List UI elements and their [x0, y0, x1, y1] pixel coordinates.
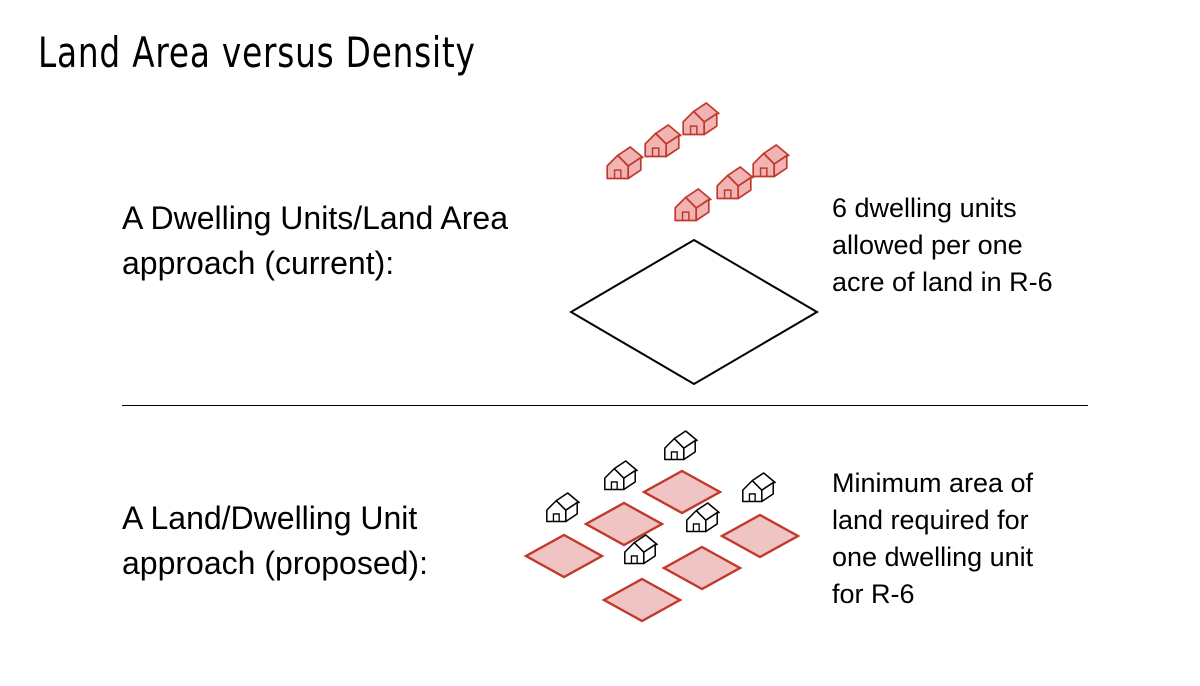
proposed-approach-line-2: approach (proposed):: [122, 545, 428, 581]
house-icon: [686, 502, 720, 533]
house-icon: [546, 492, 580, 523]
proposed-approach-label: A Land/Dwelling Unit approach (proposed)…: [122, 496, 428, 586]
house-icon: [742, 472, 776, 503]
house-icon: [752, 144, 790, 178]
one-acre-parcel: [569, 238, 819, 386]
land-parcel-icon: [719, 513, 801, 559]
current-note-line-2: allowed per one: [832, 230, 1023, 260]
proposed-lots: [523, 469, 801, 623]
house-icon: [606, 146, 644, 180]
land-parcel-icon: [661, 545, 743, 591]
proposed-note-line-2: land required for: [832, 505, 1029, 535]
house-icon: [604, 460, 638, 491]
page-title: Land Area versus Density: [38, 28, 476, 77]
house-icon: [624, 534, 658, 565]
section-divider: [122, 405, 1088, 406]
house-icon: [674, 188, 712, 222]
proposed-approach-note: Minimum area of land required for one dw…: [832, 465, 1033, 613]
land-parcel-icon: [583, 501, 665, 547]
land-parcel-icon: [523, 533, 605, 579]
proposed-houses: [546, 430, 776, 565]
proposed-approach-graphic: [523, 430, 801, 623]
house-icon: [644, 124, 682, 158]
current-approach-note: 6 dwelling units allowed per one acre of…: [832, 190, 1053, 301]
proposed-note-line-3: one dwelling unit: [832, 542, 1034, 572]
house-icon: [716, 166, 754, 200]
house-icon: [664, 430, 698, 461]
current-approach-line-2: approach (current):: [122, 245, 395, 281]
house-icon: [682, 102, 720, 136]
current-houses: [606, 102, 790, 222]
land-parcel-icon: [641, 469, 723, 515]
current-note-line-3: acre of land in R-6: [832, 267, 1053, 297]
land-parcel-icon: [601, 577, 683, 623]
proposed-note-line-4: for R-6: [832, 579, 915, 609]
current-approach-graphic: [569, 102, 819, 386]
current-note-line-1: 6 dwelling units: [832, 193, 1017, 223]
current-approach-line-1: A Dwelling Units/Land Area: [122, 200, 508, 236]
proposed-note-line-1: Minimum area of: [832, 468, 1034, 498]
current-approach-label: A Dwelling Units/Land Area approach (cur…: [122, 196, 508, 286]
proposed-approach-line-1: A Land/Dwelling Unit: [122, 500, 418, 536]
